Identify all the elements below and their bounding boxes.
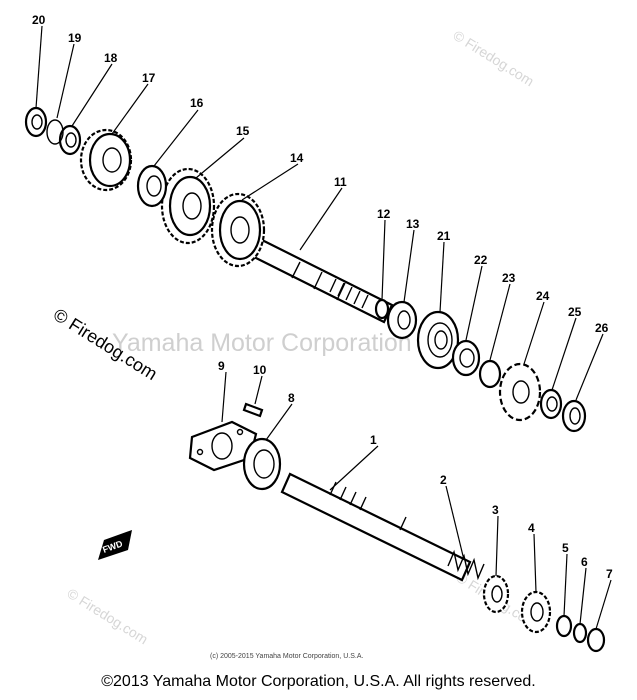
collar-22: [451, 339, 481, 377]
plate-9: [188, 420, 258, 472]
part-label-14: 14: [290, 151, 304, 165]
part-label-23: 23: [502, 271, 516, 285]
circlip-6: [572, 622, 588, 644]
gear-15: [160, 167, 216, 245]
shaft-1: [280, 472, 472, 582]
part-label-7: 7: [606, 567, 613, 581]
nut-26: [561, 399, 587, 433]
washer-16: [136, 164, 168, 208]
part-label-11: 11: [334, 175, 347, 189]
watermark-bottom-left: © Firedog.com: [64, 585, 151, 647]
watermark-center: Yamaha Motor Corporation: [112, 329, 412, 357]
part-label-12: 12: [377, 207, 391, 221]
oring-23: [478, 359, 502, 389]
leader-lines: [35, 25, 612, 630]
part-label-1: 1: [370, 433, 377, 447]
part-label-16: 16: [190, 96, 204, 110]
gear-4: [520, 590, 552, 634]
diagram-copyright: (c) 2005-2015 Yamaha Motor Corporation, …: [210, 653, 363, 660]
part-label-24: 24: [536, 289, 550, 303]
watermark-top-right: © Firedog.com: [450, 27, 537, 89]
part-label-17: 17: [142, 71, 156, 85]
part-label-13: 13: [406, 217, 420, 231]
circlip-19: [46, 119, 64, 145]
part-label-21: 21: [437, 229, 451, 243]
part-label-5: 5: [562, 541, 569, 555]
part-label-6: 6: [581, 555, 588, 569]
gear-17: [79, 128, 133, 192]
gear-14: [210, 192, 266, 268]
shaft-11: [252, 238, 394, 324]
bearing-8: [242, 437, 282, 491]
seal-13: [386, 300, 418, 340]
footer-copyright: ©2013 Yamaha Motor Corporation, U.S.A. A…: [101, 673, 536, 690]
part-label-22: 22: [474, 253, 488, 267]
washer-5: [555, 614, 573, 638]
washer-20: [24, 106, 48, 138]
part-label-8: 8: [288, 391, 295, 405]
cap-7: [586, 627, 606, 653]
part-label-15: 15: [236, 124, 250, 138]
part-label-3: 3: [492, 503, 499, 517]
fwd-arrow: FWD: [98, 530, 132, 560]
lock-washer-25: [539, 388, 563, 420]
gear-3: [482, 574, 510, 614]
spring-2: [447, 549, 485, 581]
part-number-labels: 1 2 3 4 5 6 7 8 9 10 11 12 13 14 15 16 1…: [32, 13, 613, 581]
bearing-21: [416, 310, 460, 370]
screw-10: [242, 402, 264, 418]
part-label-20: 20: [32, 13, 46, 27]
part-label-4: 4: [528, 521, 535, 535]
part-label-26: 26: [595, 321, 609, 335]
part-label-19: 19: [68, 31, 82, 45]
part-label-2: 2: [440, 473, 447, 487]
sprocket-24: [498, 362, 542, 422]
part-label-25: 25: [568, 305, 582, 319]
washer-18: [58, 124, 82, 156]
part-label-18: 18: [104, 51, 118, 65]
part-label-10: 10: [253, 363, 267, 377]
ring-12: [374, 298, 390, 320]
part-label-9: 9: [218, 359, 225, 373]
